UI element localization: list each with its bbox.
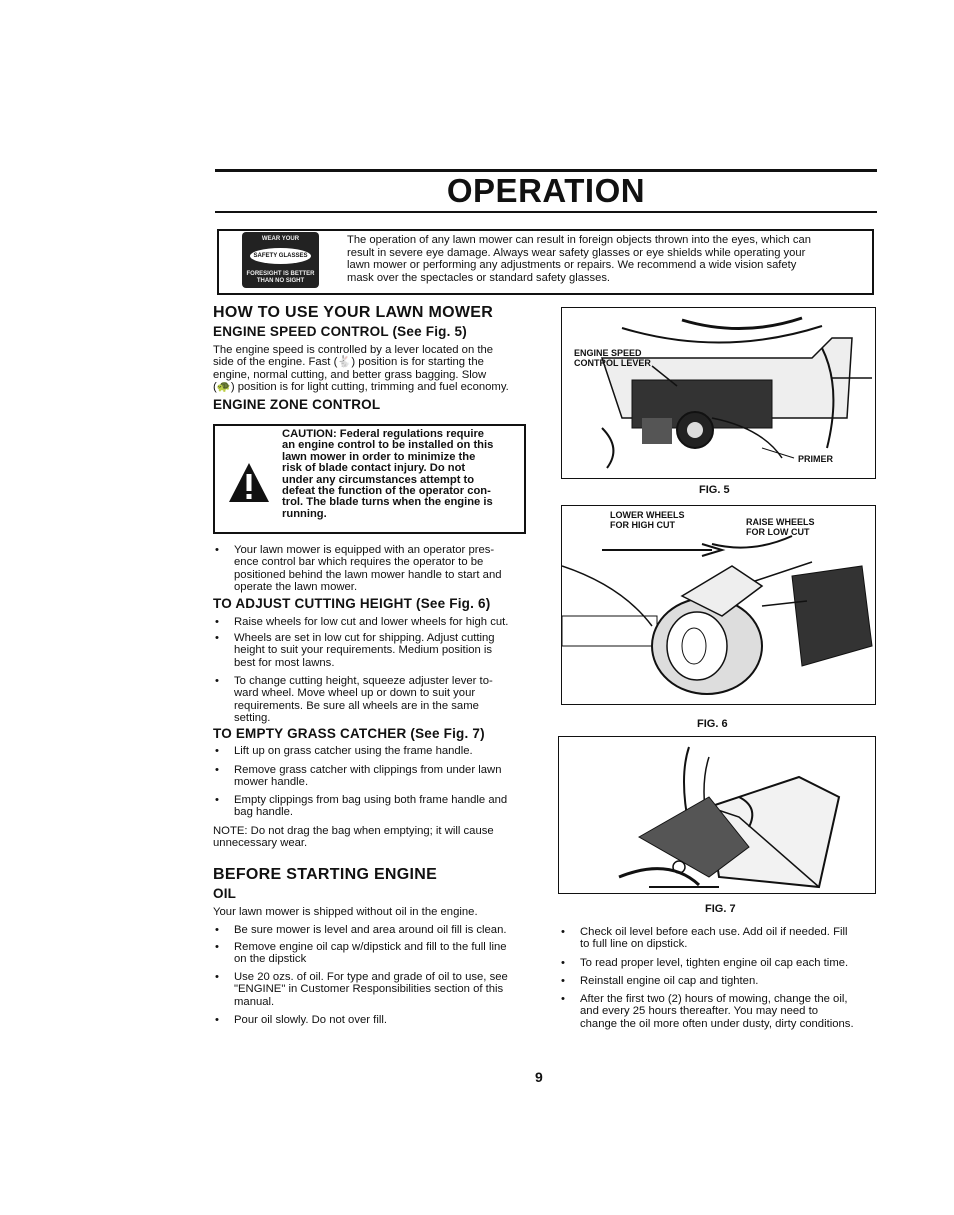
empty-catcher-heading: TO EMPTY GRASS CATCHER (See Fig. 7) (213, 726, 485, 741)
badge-middle-text: SAFETY GLASSES (250, 248, 311, 264)
wheel-adjust-illustration (562, 535, 873, 695)
list-item: • Your lawn mower is equipped with an op… (215, 544, 502, 594)
engine-illustration (600, 316, 872, 469)
fig-6-caption: FIG. 6 (697, 718, 728, 730)
top-rule (215, 169, 877, 172)
fig-7-caption: FIG. 7 (705, 903, 736, 915)
adjust-height-heading: TO ADJUST CUTTING HEIGHT (See Fig. 6) (213, 596, 491, 611)
caution-text: CAUTION: Federal regulations require an … (282, 428, 494, 520)
fig-5-illustration: ENGINE SPEED CONTROL LEVER PRIMER (561, 307, 876, 479)
engine-speed-text: The engine speed is controlled by a leve… (213, 344, 509, 394)
list-item: •Reinstall engine oil cap and tighten. (561, 975, 759, 987)
warning-triangle-icon (229, 463, 269, 502)
fig-6-illustration: LOWER WHEELS FOR HIGH CUT RAISE WHEELS F… (561, 505, 876, 705)
safety-warning-text: The operation of any lawn mower can resu… (347, 234, 811, 284)
list-item: •Pour oil slowly. Do not over fill. (215, 1014, 387, 1026)
before-starting-heading: BEFORE STARTING ENGINE (213, 866, 438, 883)
list-item: • Empty clippings from bag using both fr… (215, 794, 508, 819)
how-to-use-heading: HOW TO USE YOUR LAWN MOWER (213, 304, 494, 321)
grass-catcher-illustration (618, 746, 841, 889)
list-item: • Remove grass catcher with clippings fr… (215, 764, 502, 789)
lower-wheels-label: LOWER WHEELS FOR HIGH CUT (610, 510, 685, 530)
safety-warning-box: WEAR YOUR SAFETY GLASSES FORESIGHT IS BE… (217, 229, 874, 295)
safety-glasses-badge: WEAR YOUR SAFETY GLASSES FORESIGHT IS BE… (242, 232, 319, 288)
list-item: •Be sure mower is level and area around … (215, 924, 507, 936)
list-item: • Remove engine oil cap w/dipstick and f… (215, 941, 507, 966)
list-item: • Check oil level before each use. Add o… (561, 926, 848, 951)
title-rule (215, 211, 877, 213)
list-item: •Raise wheels for low cut and lower whee… (215, 616, 509, 628)
list-item: •To read proper level, tighten engine oi… (561, 957, 849, 969)
badge-bottom-text: FORESIGHT IS BETTER THAN NO SIGHT (246, 271, 315, 284)
primer-label: PRIMER (798, 454, 834, 464)
page-number: 9 (535, 1069, 543, 1085)
engine-zone-heading: ENGINE ZONE CONTROL (213, 397, 381, 412)
badge-top-text: WEAR YOUR (261, 236, 300, 242)
note-text: NOTE: Do not drag the bag when emptying;… (213, 825, 494, 850)
list-item: • Wheels are set in low cut for shipping… (215, 632, 495, 669)
oil-heading: OIL (213, 886, 237, 901)
list-item: • To change cutting height, squeeze adju… (215, 675, 493, 725)
engine-speed-label: ENGINE SPEED CONTROL LEVER (574, 348, 651, 368)
list-item: •Lift up on grass catcher using the fram… (215, 745, 473, 757)
list-item: • Use 20 ozs. of oil. For type and grade… (215, 971, 508, 1008)
engine-speed-heading: ENGINE SPEED CONTROL (See Fig. 5) (213, 324, 467, 339)
caution-box: CAUTION: Federal regulations require an … (213, 424, 526, 534)
list-item: • After the first two (2) hours of mowin… (561, 993, 854, 1030)
page-title: OPERATION (446, 172, 646, 209)
raise-wheels-label: RAISE WHEELS FOR LOW CUT (746, 517, 815, 537)
fig-5-caption: FIG. 5 (699, 484, 730, 496)
fig-7-illustration (558, 736, 876, 894)
oil-intro-text: Your lawn mower is shipped without oil i… (213, 906, 478, 918)
